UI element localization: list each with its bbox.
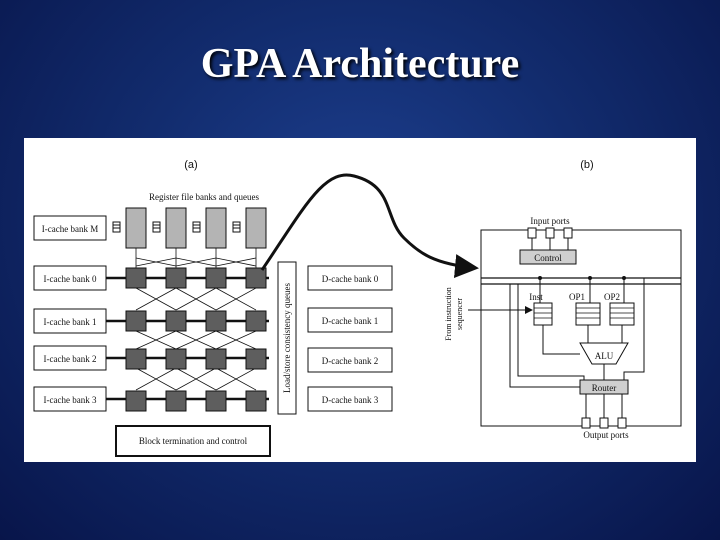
input-ports-label: Input ports [530, 216, 570, 226]
inst-label: Inst [529, 292, 543, 302]
register-bank-0 [125, 207, 147, 249]
sequencer-label-2: sequencer [455, 298, 464, 330]
block-control-box [115, 425, 271, 457]
crossbar-links [135, 248, 257, 391]
slide-title: GPA Architecture [200, 41, 520, 87]
control-box [519, 249, 577, 265]
figure-a-label: (a) [184, 159, 197, 171]
zoom-arrow [260, 173, 479, 278]
input-ports [527, 227, 573, 239]
register-file-title: Register file banks and queues [149, 192, 259, 202]
architecture-diagram: (a) Register file banks and queues I-cac… [33, 159, 682, 457]
figure-panel: (a) Register file banks and queues I-cac… [24, 138, 696, 462]
register-bank-3 [245, 207, 267, 249]
alu-label: ALU [595, 351, 614, 361]
node-wiring [509, 278, 645, 388]
block-control-label: Block termination and control [139, 436, 248, 446]
control-label: Control [534, 253, 562, 263]
icache-bank-3: I-cache bank 3 [44, 395, 97, 405]
figure-b-label: (b) [580, 159, 593, 171]
icache-bank-1: I-cache bank 1 [44, 317, 97, 327]
dcache-bank-0: D-cache bank 0 [322, 274, 379, 284]
dcache-bank-2: D-cache bank 2 [322, 356, 378, 366]
op1-label: OP1 [569, 292, 585, 302]
icache-banks: I-cache bank M I-cache bank 0 I-cache ba… [33, 215, 107, 412]
router-label: Router [592, 383, 617, 393]
icache-bank-0: I-cache bank 0 [44, 274, 97, 284]
dcache-bank-1: D-cache bank 1 [322, 316, 378, 326]
node-buses [481, 277, 681, 285]
output-ports [581, 417, 627, 429]
output-port-links [585, 394, 623, 418]
input-port-links [531, 238, 569, 250]
operand-buffers [533, 302, 635, 326]
sequencer-label-1: From instruction [444, 287, 453, 341]
lsq-column [277, 261, 297, 415]
register-file-banks [112, 207, 267, 249]
op2-label: OP2 [604, 292, 620, 302]
output-ports-label: Output ports [583, 430, 629, 440]
dcache-banks: D-cache bank 0 D-cache bank 1 D-cache ba… [307, 265, 393, 412]
icache-bank-m: I-cache bank M [42, 224, 98, 234]
row-buses [106, 276, 269, 401]
node-detail-frame [480, 229, 682, 427]
buffer-slots [534, 307, 634, 319]
dcache-bank-3: D-cache bank 3 [322, 395, 379, 405]
execution-nodes [125, 267, 267, 412]
icache-bank-2: I-cache bank 2 [44, 354, 97, 364]
lsq-label: Load/store consistency queues [282, 283, 292, 393]
alu-shape [579, 342, 629, 365]
register-bank-2 [205, 207, 227, 249]
register-bank-1 [165, 207, 187, 249]
